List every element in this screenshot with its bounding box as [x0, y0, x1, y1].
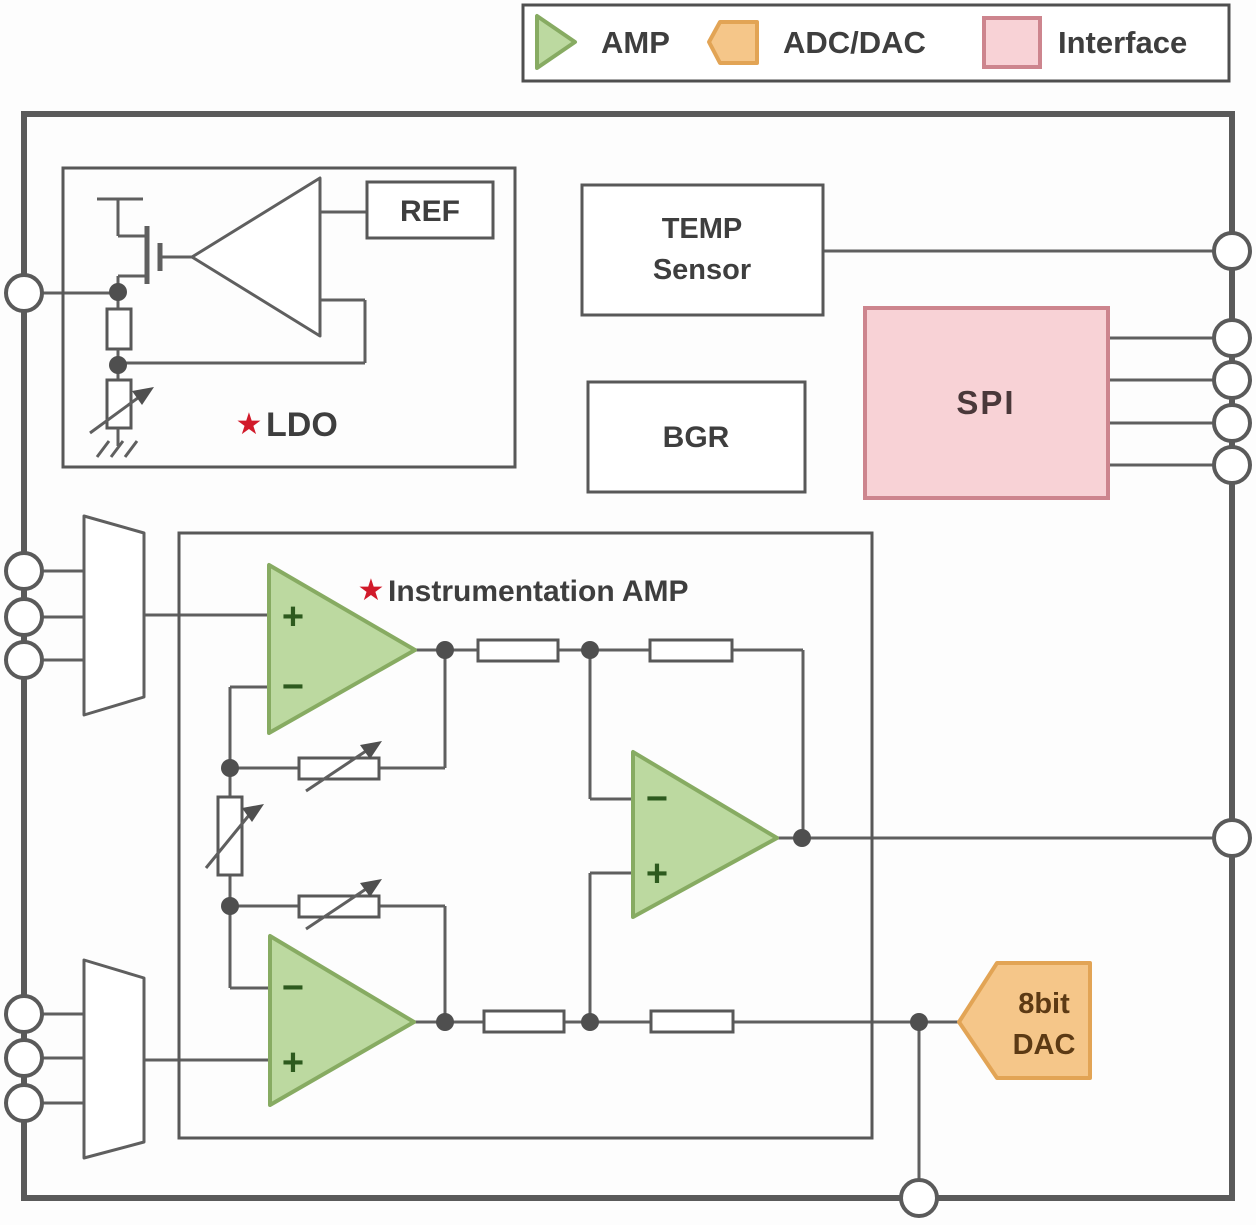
arrowhead-icon — [132, 387, 154, 405]
temp-sensor-label-line2: Sensor — [653, 254, 751, 286]
adc-dac-pentagon-icon — [707, 20, 759, 65]
temp-sensor-box — [580, 183, 825, 317]
instrumentation-amp-block: ★ Instrumentation AMP + − − + − + — [177, 531, 874, 1140]
dac-label-line2: DAC — [1013, 1029, 1076, 1061]
node-dot — [581, 1013, 599, 1031]
amp3-minus-sign: − — [646, 778, 668, 820]
variable-resistor-arrow — [204, 813, 252, 869]
input-mux-top — [82, 514, 146, 717]
dac-label-line1: 8bit — [1018, 988, 1070, 1020]
io-pins — [4, 231, 1252, 1218]
ref-box — [365, 180, 495, 240]
node-dot — [436, 1013, 454, 1031]
bgr-box — [586, 380, 807, 494]
legend-box — [521, 3, 1231, 83]
junction-nodes — [109, 283, 928, 1031]
pin-circle — [899, 1178, 939, 1218]
pin-circle — [1212, 360, 1252, 400]
arrowhead-icon — [242, 804, 264, 822]
resistor — [649, 1009, 735, 1034]
ldo-label: LDO — [266, 406, 338, 444]
pin-circle — [1212, 818, 1252, 858]
ldo-box — [61, 166, 517, 469]
wires — [24, 249, 1232, 1198]
resistor — [648, 638, 734, 663]
amp1-minus-sign: − — [282, 666, 304, 708]
pin-circle — [1212, 403, 1252, 443]
pin-circle — [4, 1038, 44, 1078]
amp1-plus-sign: + — [282, 596, 304, 638]
dac-pentagon — [957, 961, 1092, 1080]
legend-label-interface: Interface — [1058, 25, 1187, 60]
pin-circle — [1212, 231, 1252, 271]
resistor — [482, 1009, 566, 1034]
instrumentation-amp-box — [177, 531, 874, 1140]
node-dot — [910, 1013, 928, 1031]
pin-circle — [4, 640, 44, 680]
variable-resistor-arrow — [89, 390, 147, 435]
input-mux-bottom — [82, 958, 146, 1160]
pin-circle — [1212, 445, 1252, 485]
arrowhead-icon — [360, 879, 382, 897]
node-dot — [793, 829, 811, 847]
temp-sensor-label-line1: TEMP — [662, 213, 743, 245]
resistor — [476, 638, 560, 663]
amp2-triangle — [268, 934, 416, 1107]
variable-resistor-arrow — [305, 745, 373, 793]
amp2-plus-sign: + — [282, 1042, 304, 1084]
ref-label: REF — [400, 195, 460, 228]
spi-label: SPI — [956, 384, 1015, 421]
legend-label-adc-dac: ADC/DAC — [783, 25, 926, 60]
ldo-block: REF ★ LDO — [61, 166, 517, 469]
amp2-minus-sign: − — [282, 967, 304, 1009]
node-dot — [221, 897, 239, 915]
ground-tick — [109, 440, 125, 458]
star-icon: ★ — [358, 573, 385, 608]
pin-circle — [4, 597, 44, 637]
pin-circle — [4, 551, 44, 591]
variable-resistor — [216, 795, 244, 877]
pin-circle — [4, 994, 44, 1034]
pin-circle — [4, 1083, 44, 1123]
ldo-opamp-triangle — [190, 176, 322, 338]
amp3-triangle — [631, 750, 779, 919]
legend-label-amp: AMP — [601, 25, 670, 60]
amp-triangle-icon — [535, 14, 577, 70]
variable-resistor-arrow — [305, 883, 373, 931]
bgr-label: BGR — [663, 421, 730, 454]
instrumentation-amp-label: Instrumentation AMP — [388, 575, 689, 608]
spi-box — [863, 306, 1110, 500]
ground-tick — [123, 440, 139, 458]
node-dot — [109, 356, 127, 374]
node-dot — [436, 641, 454, 659]
node-dot — [581, 641, 599, 659]
arrowhead-icon — [360, 741, 382, 759]
ground-icon — [95, 440, 139, 458]
pin-circle — [1212, 318, 1252, 358]
pin-circle — [4, 273, 44, 313]
legend: AMP ADC/DAC Interface — [521, 3, 1231, 83]
node-dot — [221, 759, 239, 777]
amp1-triangle — [267, 563, 417, 735]
interface-square-icon — [982, 16, 1042, 69]
node-dot — [109, 283, 127, 301]
ground-tick — [95, 440, 111, 458]
resistor — [105, 307, 133, 351]
amp3-plus-sign: + — [646, 853, 668, 895]
star-icon: ★ — [236, 407, 263, 442]
